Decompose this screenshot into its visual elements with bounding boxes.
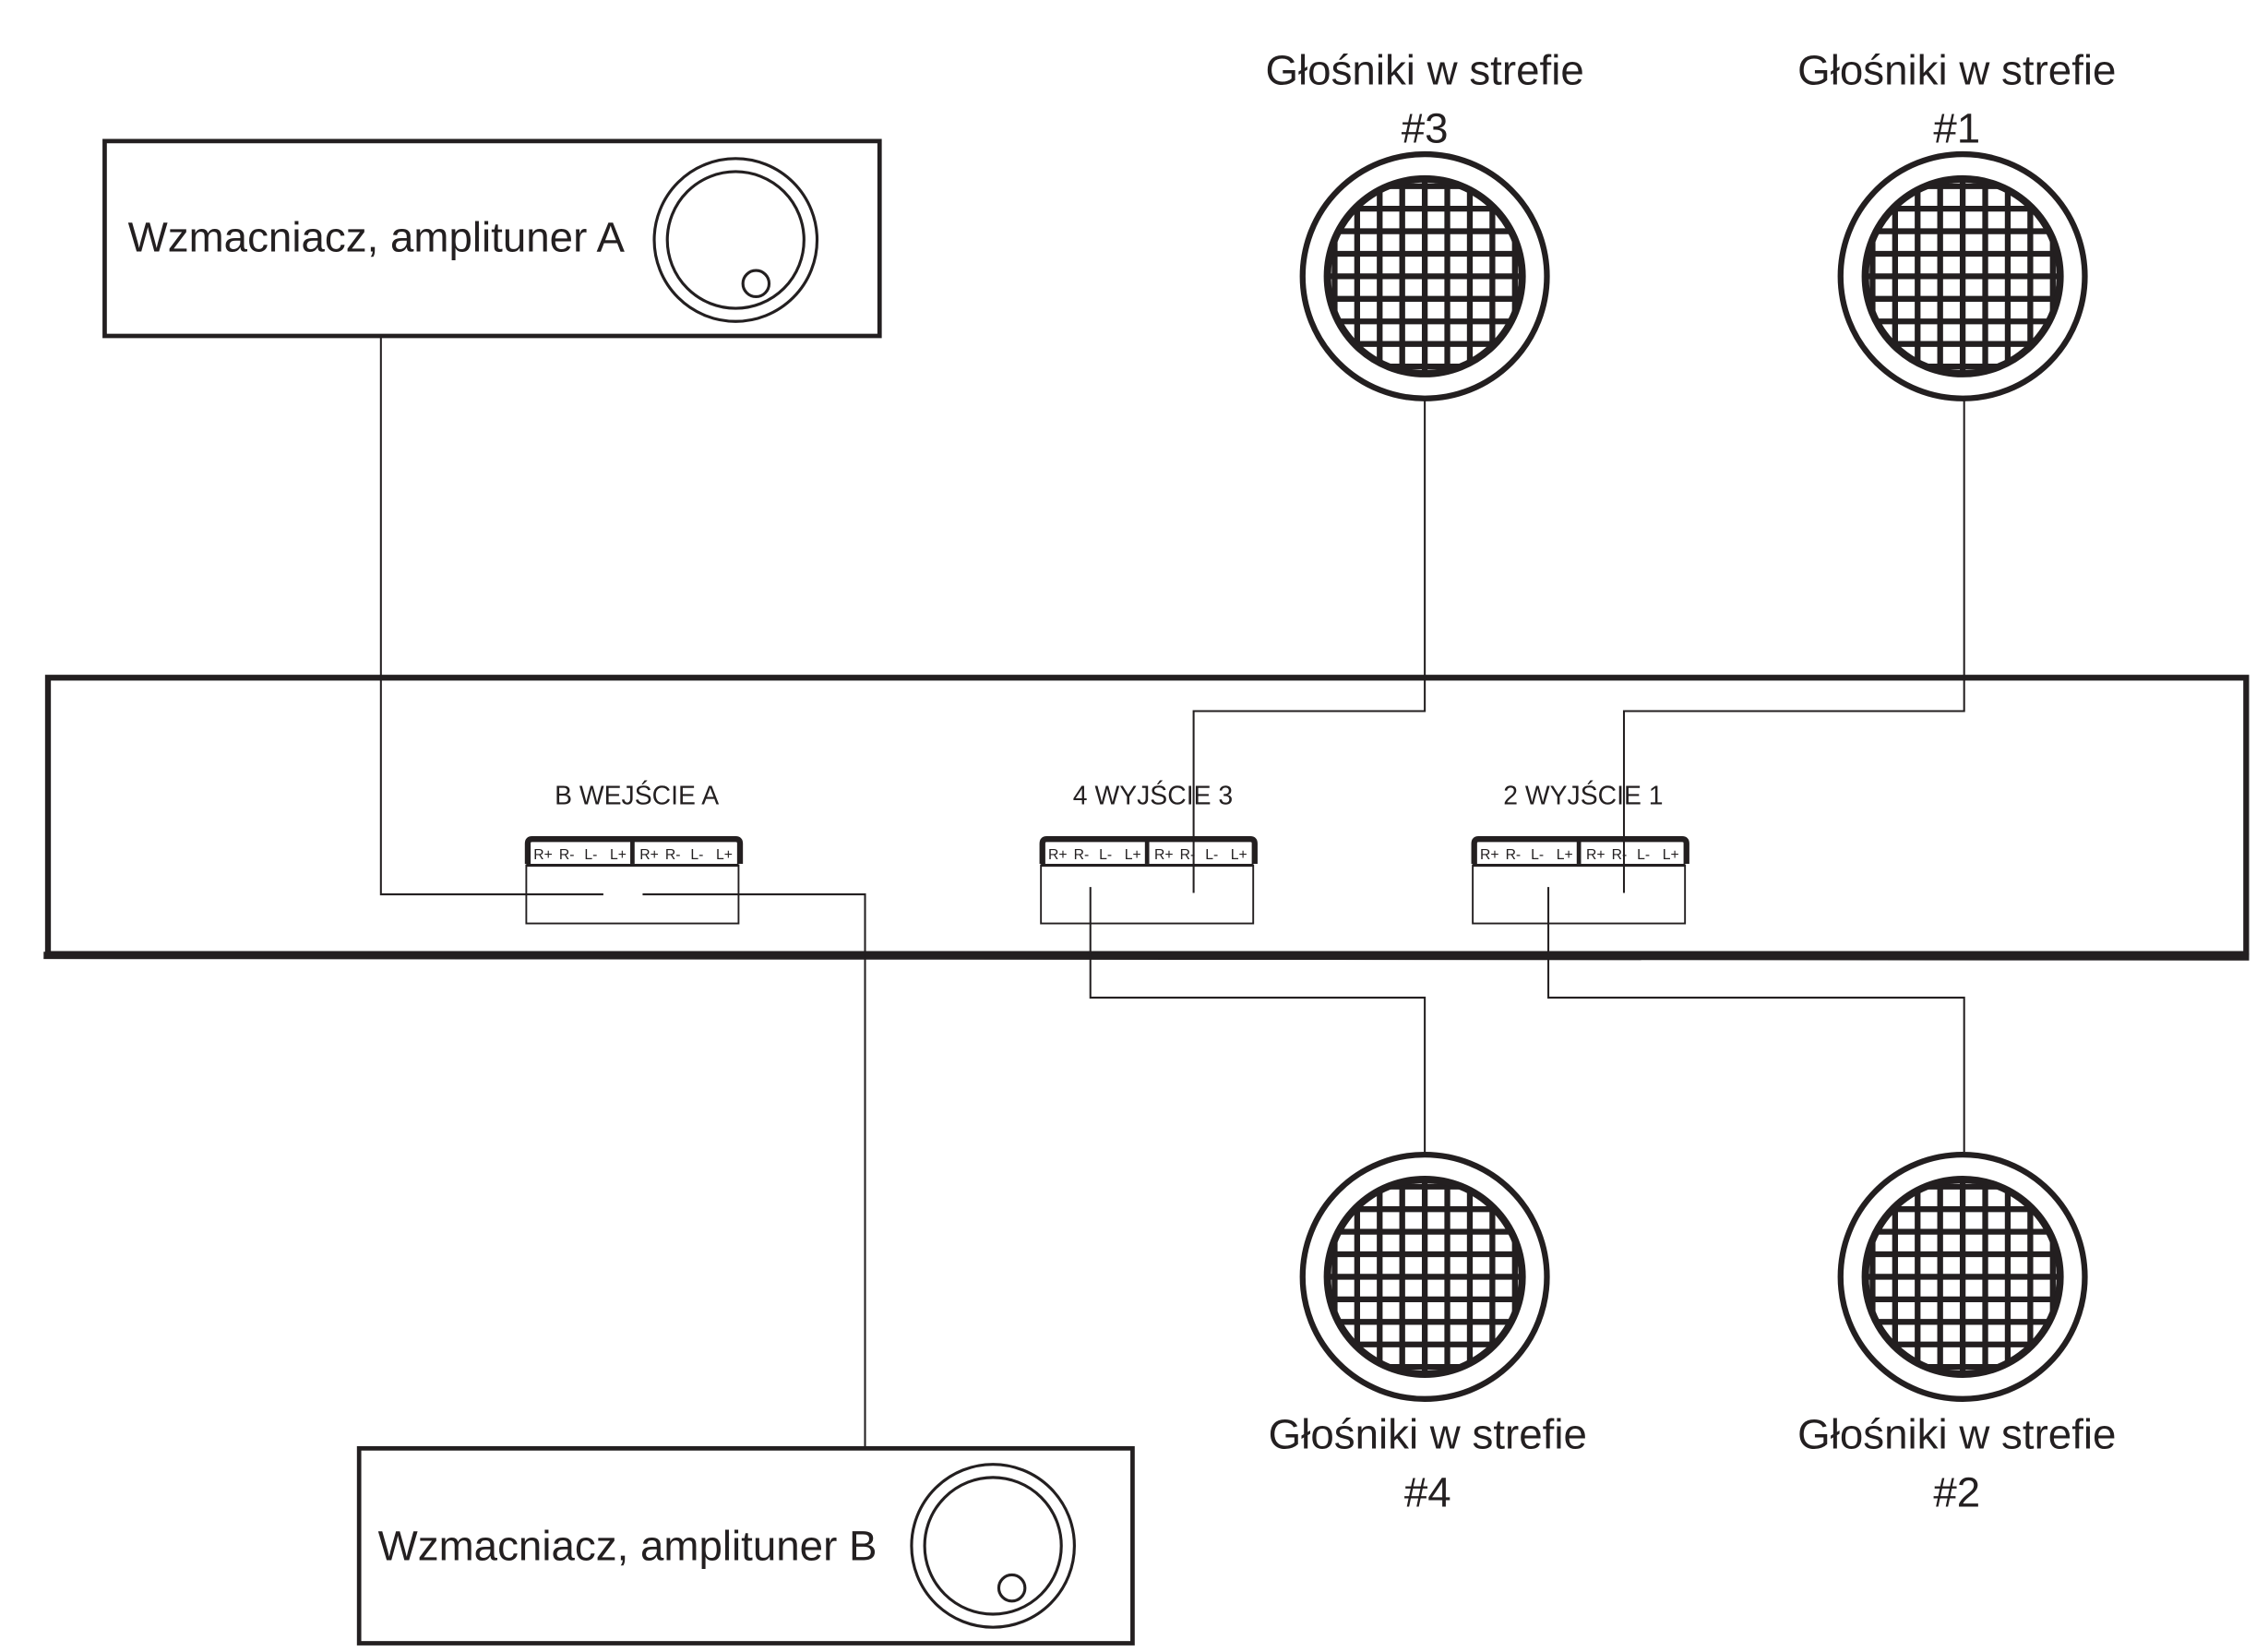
terminal-label: L+ — [610, 847, 627, 863]
speaker-4-zone: #4 — [1404, 1468, 1451, 1515]
terminal-label: L- — [1099, 847, 1112, 863]
terminal-label: R- — [1074, 847, 1090, 863]
speaker-icon — [1299, 1151, 1550, 1402]
terminal-label: R+ — [1586, 847, 1606, 863]
terminal-block: R+ R- L- L+ R+ R- L- L+ — [524, 836, 744, 925]
speaker-2-zone: #2 — [1933, 1468, 1980, 1515]
wire-speaker-4 — [1089, 887, 1426, 1152]
terminal-label: R- — [559, 847, 575, 863]
wire-amplifier-b — [642, 893, 866, 1449]
amplifier-a: Wzmacniacz, amplituner A — [102, 138, 882, 339]
output-connector-label-4-3: 4 WYJŚCIE 3 — [1073, 780, 1233, 810]
output-connector-label-2-1: 2 WYJŚCIE 1 — [1503, 780, 1663, 810]
speaker-icon — [1299, 150, 1550, 401]
amplifier-b-label: Wzmacniacz, amplituner B — [378, 1523, 877, 1570]
speaker-1-zone: #1 — [1933, 104, 1980, 151]
input-connector-label: B WEJŚCIE A — [555, 780, 719, 810]
speaker-icon — [1837, 1151, 2088, 1402]
terminal-label: R+ — [1480, 847, 1499, 863]
terminal-label: R- — [1506, 847, 1522, 863]
wire-amplifier-a — [379, 336, 603, 896]
speaker-3-label: Głośniki w strefie — [1265, 46, 1583, 93]
terminal-label: R+ — [639, 847, 659, 863]
terminal-block: R+ R- L- L+ R+ R- L- L+ — [1039, 836, 1258, 925]
terminal-label: L+ — [1663, 847, 1679, 863]
terminal-label: L- — [1637, 847, 1650, 863]
speaker-4-label: Głośniki w strefie — [1269, 1410, 1587, 1457]
terminal-label: R- — [1180, 847, 1196, 863]
terminal-label: L+ — [716, 847, 733, 863]
terminal-label: R- — [665, 847, 681, 863]
speaker-selector-unit: B WEJŚCIE A 4 WYJŚCIE 3 2 WYJŚCIE 1 R+ R-… — [43, 675, 2250, 961]
wire-speaker-2 — [1547, 887, 1965, 1152]
speaker-3-zone: #3 — [1402, 104, 1449, 151]
terminal-label: R+ — [1154, 847, 1174, 863]
speaker-1-label: Głośniki w strefie — [1797, 46, 2116, 93]
terminal-label: L- — [1205, 847, 1218, 863]
speaker-icon — [1837, 150, 2088, 401]
terminal-label: L- — [584, 847, 597, 863]
knob-icon — [910, 1463, 1076, 1629]
terminal-block: R+R-L-L+R+R-L-L+ — [1471, 836, 1689, 925]
wires — [379, 336, 1965, 1449]
terminal-label: L- — [1531, 847, 1544, 863]
speaker-2-label: Głośniki w strefie — [1797, 1410, 2116, 1457]
terminal-label: L+ — [1125, 847, 1141, 863]
terminal-label: L+ — [1557, 847, 1573, 863]
knob-icon — [652, 157, 819, 323]
terminal-label: L- — [690, 847, 703, 863]
terminal-label: R+ — [1048, 847, 1068, 863]
terminal-label: L+ — [1231, 847, 1247, 863]
wire-speaker-1 — [1622, 400, 1965, 893]
amplifier-a-label: Wzmacniacz, amplituner A — [128, 214, 626, 261]
amplifier-b: Wzmacniacz, amplituner B — [356, 1446, 1135, 1646]
wire-speaker-3 — [1192, 400, 1426, 893]
terminal-label: R+ — [533, 847, 553, 863]
